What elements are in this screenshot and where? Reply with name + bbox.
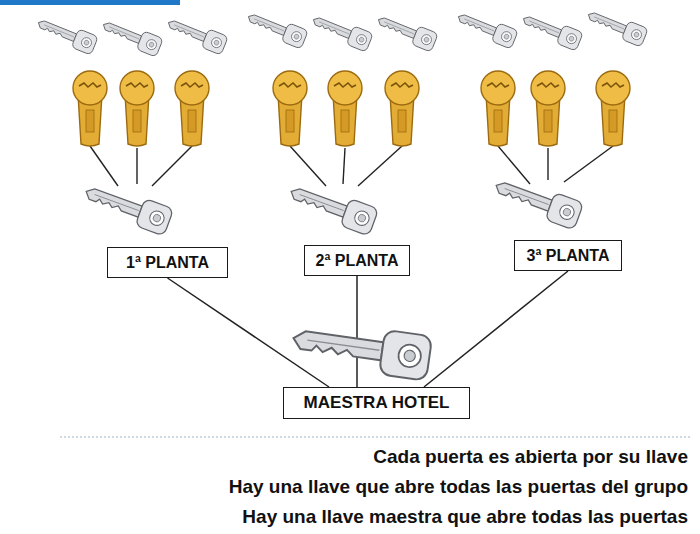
room-key: [374, 11, 438, 52]
group-key: [286, 179, 379, 236]
room-key: [99, 16, 163, 57]
lock-cylinder: [73, 71, 107, 146]
room-key: [34, 14, 98, 55]
top-bar: [0, 0, 180, 5]
floor-box: 3ª PLANTA: [514, 240, 622, 271]
room-key: [244, 8, 308, 49]
connector-line: [424, 271, 568, 387]
lock-cylinder: [273, 71, 307, 146]
floor-label: MAESTRA HOTEL: [304, 393, 450, 413]
master-box: MAESTRA HOTEL: [283, 387, 470, 419]
lock-cylinder: [328, 71, 362, 146]
lock-cylinder: [481, 71, 515, 146]
floor-label: 2ª PLANTA: [316, 252, 399, 270]
lock-cylinder: [175, 71, 209, 146]
room-key: [584, 6, 648, 47]
room-key: [454, 8, 518, 49]
room-key: [519, 10, 583, 51]
room-key: [164, 14, 228, 55]
lock-cylinder: [120, 71, 154, 146]
caption-note: Cada puerta es abierta por su llave: [373, 446, 688, 468]
room-key: [309, 11, 373, 52]
master-key: [290, 317, 432, 380]
floor-box: 1ª PLANTA: [107, 247, 228, 278]
lock-cylinder: [596, 71, 630, 146]
separator-line: [60, 437, 692, 438]
floor-label: 3ª PLANTA: [527, 247, 610, 265]
group-key: [81, 179, 174, 236]
caption-note: Hay una llave maestra que abre todas las…: [242, 506, 688, 528]
connector-line: [356, 276, 358, 387]
group-lines: [90, 146, 613, 186]
floor-box: 2ª PLANTA: [304, 245, 410, 276]
group-key: [491, 173, 584, 230]
lock-cylinder: [385, 71, 419, 146]
floor-label: 1ª PLANTA: [126, 254, 209, 272]
lock-cylinder: [531, 71, 565, 146]
caption-note: Hay una llave que abre todas las puertas…: [229, 476, 688, 498]
